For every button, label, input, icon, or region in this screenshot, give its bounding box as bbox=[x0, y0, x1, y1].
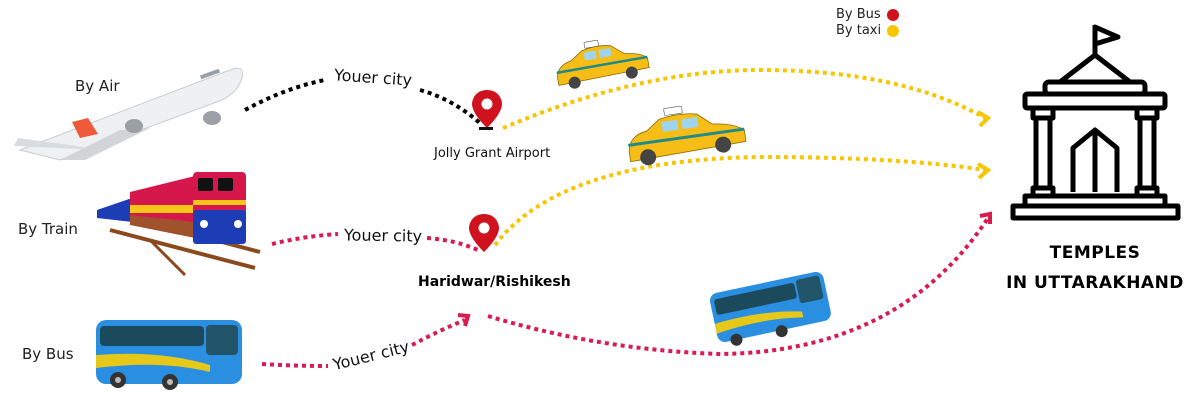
taxi-route-haridwar bbox=[493, 154, 986, 247]
mode-label-train: By Train bbox=[18, 220, 78, 238]
taxi-icon bbox=[556, 39, 650, 89]
hub-label-airport: Jolly Grant Airport bbox=[434, 146, 551, 161]
destination-line-1: TEMPLES bbox=[1049, 243, 1141, 263]
legend-label-taxi: By taxi bbox=[836, 23, 882, 38]
location-pin-haridwar bbox=[469, 214, 499, 252]
train-route-path-1 bbox=[271, 232, 339, 246]
air-route-path-1 bbox=[244, 78, 326, 112]
mode-label-bus: By Bus bbox=[22, 345, 74, 363]
location-pin-airport bbox=[472, 90, 502, 130]
hub-label-haridwar: Haridwar/Rishikesh bbox=[418, 274, 571, 290]
air-route-path-2 bbox=[419, 88, 484, 127]
taxi-icon-2 bbox=[628, 105, 747, 166]
yellow-dot-icon bbox=[887, 25, 900, 37]
bus-route-path-1 bbox=[261, 362, 329, 368]
legend-item-bus: By Bus bbox=[836, 7, 899, 23]
bus-icon-small bbox=[709, 271, 831, 346]
bus-icon bbox=[96, 320, 242, 390]
destination-line-2: IN UTTARAKHAND bbox=[1006, 273, 1184, 293]
mode-label-air: By Air bbox=[75, 77, 120, 95]
train-icon bbox=[97, 172, 261, 277]
destination-title: TEMPLES IN UTTARAKHAND bbox=[1005, 238, 1185, 298]
legend-item-taxi: By taxi bbox=[836, 23, 900, 39]
legend-label-bus: By Bus bbox=[836, 7, 881, 22]
bus-arrow-1 bbox=[457, 313, 471, 327]
bus-route-path-2 bbox=[411, 318, 466, 347]
legend: By Bus By taxi bbox=[836, 7, 900, 39]
taxi-arrow-2 bbox=[976, 162, 992, 180]
route-label-train-city: Youer city bbox=[343, 225, 423, 246]
temple-icon bbox=[1010, 24, 1181, 221]
train-route-path-2 bbox=[426, 236, 479, 252]
bus-route-path-3 bbox=[487, 216, 990, 357]
taxi-route-airport bbox=[502, 67, 986, 130]
bus-arrow-2 bbox=[979, 211, 992, 224]
airplane-icon bbox=[14, 67, 243, 161]
taxi-arrow-1 bbox=[976, 110, 992, 128]
red-dot-icon bbox=[886, 9, 899, 21]
